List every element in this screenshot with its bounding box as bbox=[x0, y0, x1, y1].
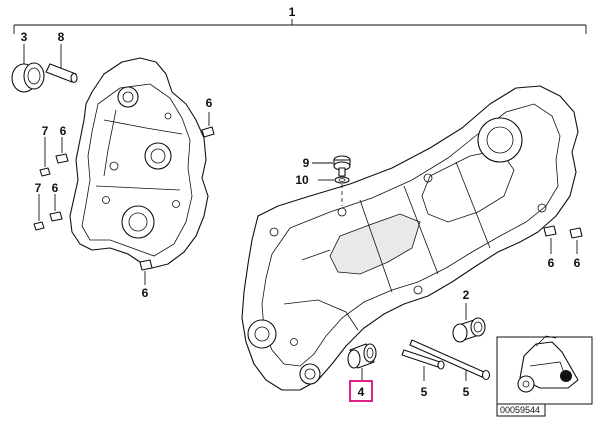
callout-10: 10 bbox=[295, 173, 309, 187]
callout-7-a: 7 bbox=[42, 124, 49, 138]
callout-6-e: 6 bbox=[548, 256, 555, 270]
dowel-pin-left-a bbox=[201, 112, 215, 138]
callout-5-b: 5 bbox=[463, 385, 470, 399]
callout-8: 8 bbox=[58, 30, 65, 44]
sleeve bbox=[347, 343, 377, 381]
highlight-frame bbox=[349, 380, 373, 402]
dowel-pin-right-a bbox=[543, 225, 557, 254]
callout-5-a: 5 bbox=[421, 385, 428, 399]
dowel-pin-right-b bbox=[569, 227, 583, 254]
dowel-pin-left-c bbox=[33, 194, 63, 231]
callout-6-c: 6 bbox=[52, 181, 59, 195]
callout-7-b: 7 bbox=[35, 181, 42, 195]
bearing-left bbox=[11, 44, 45, 93]
callout-2: 2 bbox=[463, 288, 470, 302]
bolt-a bbox=[401, 349, 445, 381]
callout-6-b: 6 bbox=[60, 124, 67, 138]
callout-1: 1 bbox=[289, 5, 296, 19]
callout-4: 4 bbox=[358, 385, 365, 399]
callout-3: 3 bbox=[21, 30, 28, 44]
callout-6-f: 6 bbox=[574, 256, 581, 270]
bolt-b bbox=[409, 339, 491, 381]
washer bbox=[318, 176, 350, 184]
dowel-pin-left-d bbox=[139, 259, 153, 285]
callout-9: 9 bbox=[303, 156, 310, 170]
callout-6-a: 6 bbox=[206, 96, 213, 110]
bearing-right bbox=[452, 303, 486, 343]
screw bbox=[312, 155, 351, 177]
vehicle-inset: 00059544 bbox=[496, 335, 593, 417]
pin-left bbox=[45, 44, 78, 84]
diagram-number: 00059544 bbox=[500, 405, 540, 415]
assembly-bracket bbox=[13, 19, 587, 34]
callout-6-d: 6 bbox=[142, 286, 149, 300]
right-crankcase-half bbox=[241, 85, 579, 391]
dowel-pin-left-b bbox=[39, 137, 69, 177]
left-crankcase-half bbox=[69, 57, 209, 269]
